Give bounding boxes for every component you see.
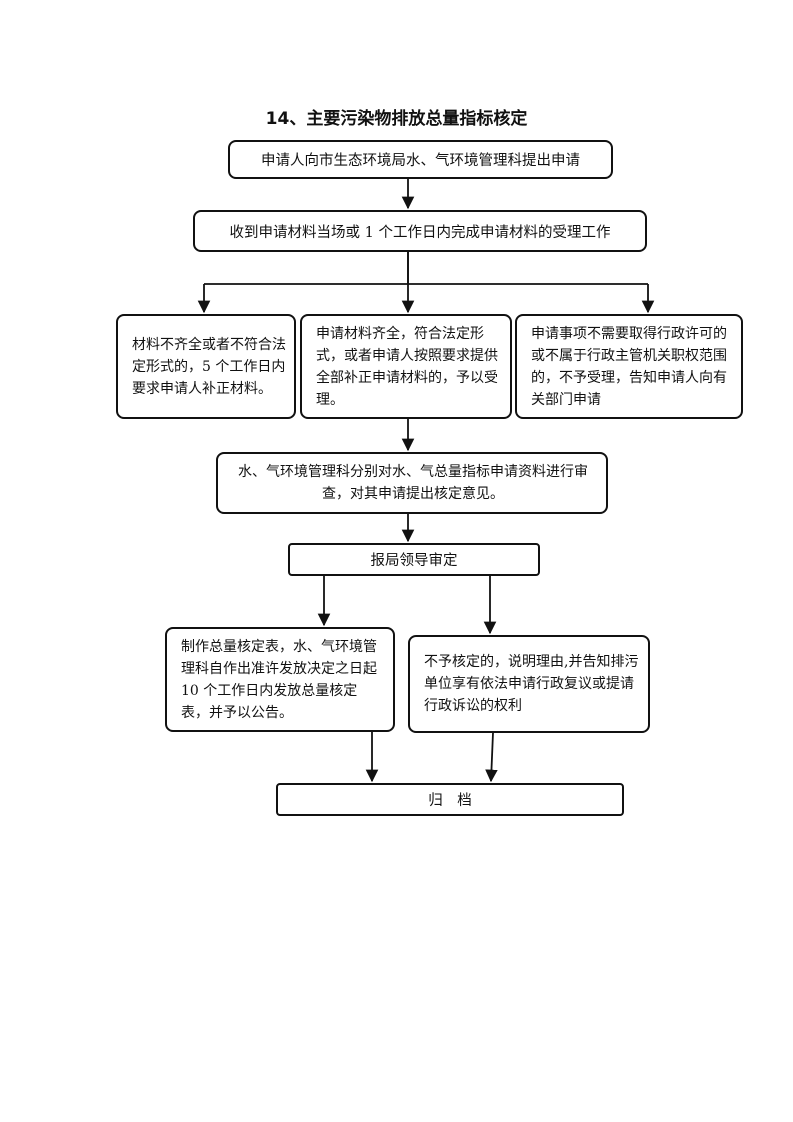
archive-step: 归 档 xyxy=(276,783,624,816)
accept-step: 申请材料齐全，符合法定形式，或者申请人按照要求提供全部补正申请材料的，予以受理。 xyxy=(300,314,512,419)
reject-scope-text: 申请事项不需要取得行政许可的或不属于行政主管机关职权范围的，不予受理，告知申请人… xyxy=(531,325,727,408)
leader-review-text: 报局领导审定 xyxy=(370,553,458,569)
approve-step: 制作总量核定表，水、气环境管理科自作出准许发放决定之日起 10 个工作日内发放总… xyxy=(165,627,395,732)
incomplete-materials-text: 材料不齐全或者不符合法定形式的，5 个工作日内要求申请人补正材料。 xyxy=(132,336,286,397)
leader-review-step: 报局领导审定 xyxy=(288,543,540,576)
arrow-deny-to-archive xyxy=(485,732,498,783)
apply-step: 申请人向市生态环境局水、气环境管理科提出申请 xyxy=(228,140,613,179)
archive-step-text: 归 档 xyxy=(428,793,472,809)
apply-step-text: 申请人向市生态环境局水、气环境管理科提出申请 xyxy=(261,153,580,169)
accept-step-text: 申请材料齐全，符合法定形式，或者申请人按照要求提供全部补正申请材料的，予以受理。 xyxy=(316,325,498,408)
receive-step: 收到申请材料当场或 1 个工作日内完成申请材料的受理工作 xyxy=(193,210,647,252)
receive-step-text: 收到申请材料当场或 1 个工作日内完成申请材料的受理工作 xyxy=(229,224,611,241)
incomplete-materials-step: 材料不齐全或者不符合法定形式的，5 个工作日内要求申请人补正材料。 xyxy=(116,314,296,419)
reject-scope-step: 申请事项不需要取得行政许可的或不属于行政主管机关职权范围的，不予受理，告知申请人… xyxy=(515,314,743,419)
review-step-text: 水、气环境管理科分别对水、气总量指标申请资料进行审查，对其申请提出核定意见。 xyxy=(238,464,588,502)
deny-step: 不予核定的，说明理由,并告知排污单位享有依法申请行政复议或提请行政诉讼的权利 xyxy=(408,635,650,733)
page-title: 14、主要污染物排放总量指标核定 xyxy=(265,109,528,129)
approve-step-text: 制作总量核定表，水、气环境管理科自作出准许发放决定之日起 10 个工作日内发放总… xyxy=(181,638,377,721)
deny-step-text: 不予核定的，说明理由,并告知排污单位享有依法申请行政复议或提请行政诉讼的权利 xyxy=(424,654,639,714)
review-step: 水、气环境管理科分别对水、气总量指标申请资料进行审查，对其申请提出核定意见。 xyxy=(216,452,608,514)
